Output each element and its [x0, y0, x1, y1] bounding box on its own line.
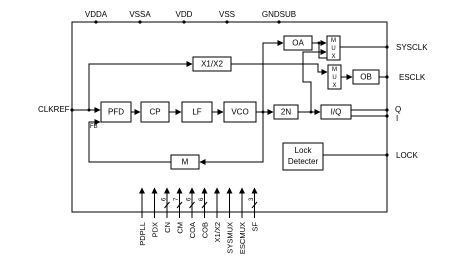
- lock-dot: [385, 153, 389, 157]
- control-pin-sf-bus-width: 3: [249, 197, 255, 201]
- x1x2-label: X1/X2: [201, 60, 223, 69]
- mux-sysclk-block: [326, 35, 341, 61]
- i-dot: [385, 114, 389, 118]
- n2-label: 2N: [281, 108, 291, 117]
- esclk-dot: [385, 75, 389, 79]
- fb-label: FB: [90, 124, 98, 130]
- lf-label: LF: [192, 108, 201, 117]
- iq-block: [320, 104, 352, 120]
- sysclk-label: SYSCLK: [396, 43, 428, 52]
- lock-label: LOCK: [396, 151, 418, 160]
- i-label: I: [396, 114, 398, 123]
- supply-pin-vdda: VDDA: [85, 10, 108, 19]
- supply-pin-vss: VSS: [219, 10, 235, 19]
- supply-pin-vssa: VSSA: [129, 10, 151, 19]
- control-pin-cn-label: CN: [163, 222, 172, 233]
- supply-pin-gndsub: GNDSUB: [262, 10, 296, 19]
- supply-pin-vdd: VDD: [176, 10, 193, 19]
- m-to-pfd-wire: [88, 119, 171, 163]
- sysclk-dot: [385, 45, 389, 49]
- control-pin-cm-bus-slash: [176, 201, 183, 209]
- control-pin-coa-bus-width: 6: [187, 197, 193, 201]
- mux-sysclk-letter-m: M: [331, 38, 336, 44]
- q-label: Q: [395, 105, 401, 114]
- control-pin-cn-bus-slash: [164, 201, 170, 209]
- control-pin-cn-bus-width: 6: [162, 197, 168, 201]
- pfd-label: PFD: [108, 108, 124, 117]
- control-pin-cm-label: CM: [175, 222, 184, 234]
- x1x2-input-wire: [88, 61, 193, 110]
- x1x2-output-wire: [231, 63, 328, 75]
- supply-pin-vssa-dot: [138, 20, 142, 24]
- control-pin-cm-bus-width: 7: [174, 197, 180, 201]
- control-pin-coa-bus-slash: [189, 201, 195, 209]
- ob-label: OB: [360, 73, 372, 82]
- control-pin-sysmux-label: SYSMUX: [225, 222, 234, 254]
- supply-pin-vdd-dot: [182, 20, 186, 24]
- lock-detector-label-line2: Detecter: [288, 157, 319, 166]
- control-pin-cob-bus-width: 6: [199, 197, 205, 201]
- oa-label: OA: [292, 39, 304, 48]
- supply-pins: VDDA VSSA VDD VSS GNDSUB: [85, 10, 296, 24]
- esclk-label: ESCLK: [399, 73, 426, 82]
- oa-to-mux2-wire: [318, 43, 327, 59]
- clkref-label: CLKREF: [38, 105, 70, 114]
- control-pin-sf-bus-slash: [251, 201, 258, 209]
- supply-pin-gndsub-dot: [277, 20, 281, 24]
- mux-esclk-letter-u: U: [332, 75, 336, 81]
- lock-detector-label-line1: Lock: [295, 146, 313, 155]
- mux-esclk-letter-m: M: [332, 67, 337, 73]
- m-label: M: [182, 158, 189, 167]
- control-pin-cob-label: COB: [200, 222, 209, 238]
- control-pin-sf-label: SF: [250, 222, 259, 232]
- control-pin-pdx-label: PDX: [150, 222, 159, 237]
- q-dot: [385, 108, 389, 112]
- control-pin-escmux-label: ESCMUX: [238, 222, 247, 254]
- vco-to-oa-wire: [262, 40, 284, 112]
- vco-to-m-wire: [199, 112, 264, 165]
- lock-detector-block: [282, 142, 324, 171]
- mux-esclk-letter-x: X: [332, 83, 336, 89]
- mux-sysclk-letter-u: U: [331, 46, 335, 52]
- vco-label: VCO: [231, 108, 248, 117]
- output-pins: SYSCLK ESCLK Q I LOCK: [385, 43, 428, 160]
- cp-label: CP: [149, 108, 160, 117]
- control-pin-cob-bus-slash: [201, 201, 208, 209]
- control-pin-coa-label: COA: [188, 222, 197, 238]
- supply-pin-vdda-dot: [94, 20, 98, 24]
- control-pin-pdpll-label: PDPLL: [138, 222, 147, 246]
- control-pin-x1x2-label: X1/X2: [213, 222, 222, 242]
- mux-sysclk-letter-x: X: [331, 54, 335, 60]
- supply-pin-vss-dot: [225, 20, 229, 24]
- iq-label: I/Q: [331, 108, 342, 117]
- n2-to-mux1-wire: [302, 49, 327, 112]
